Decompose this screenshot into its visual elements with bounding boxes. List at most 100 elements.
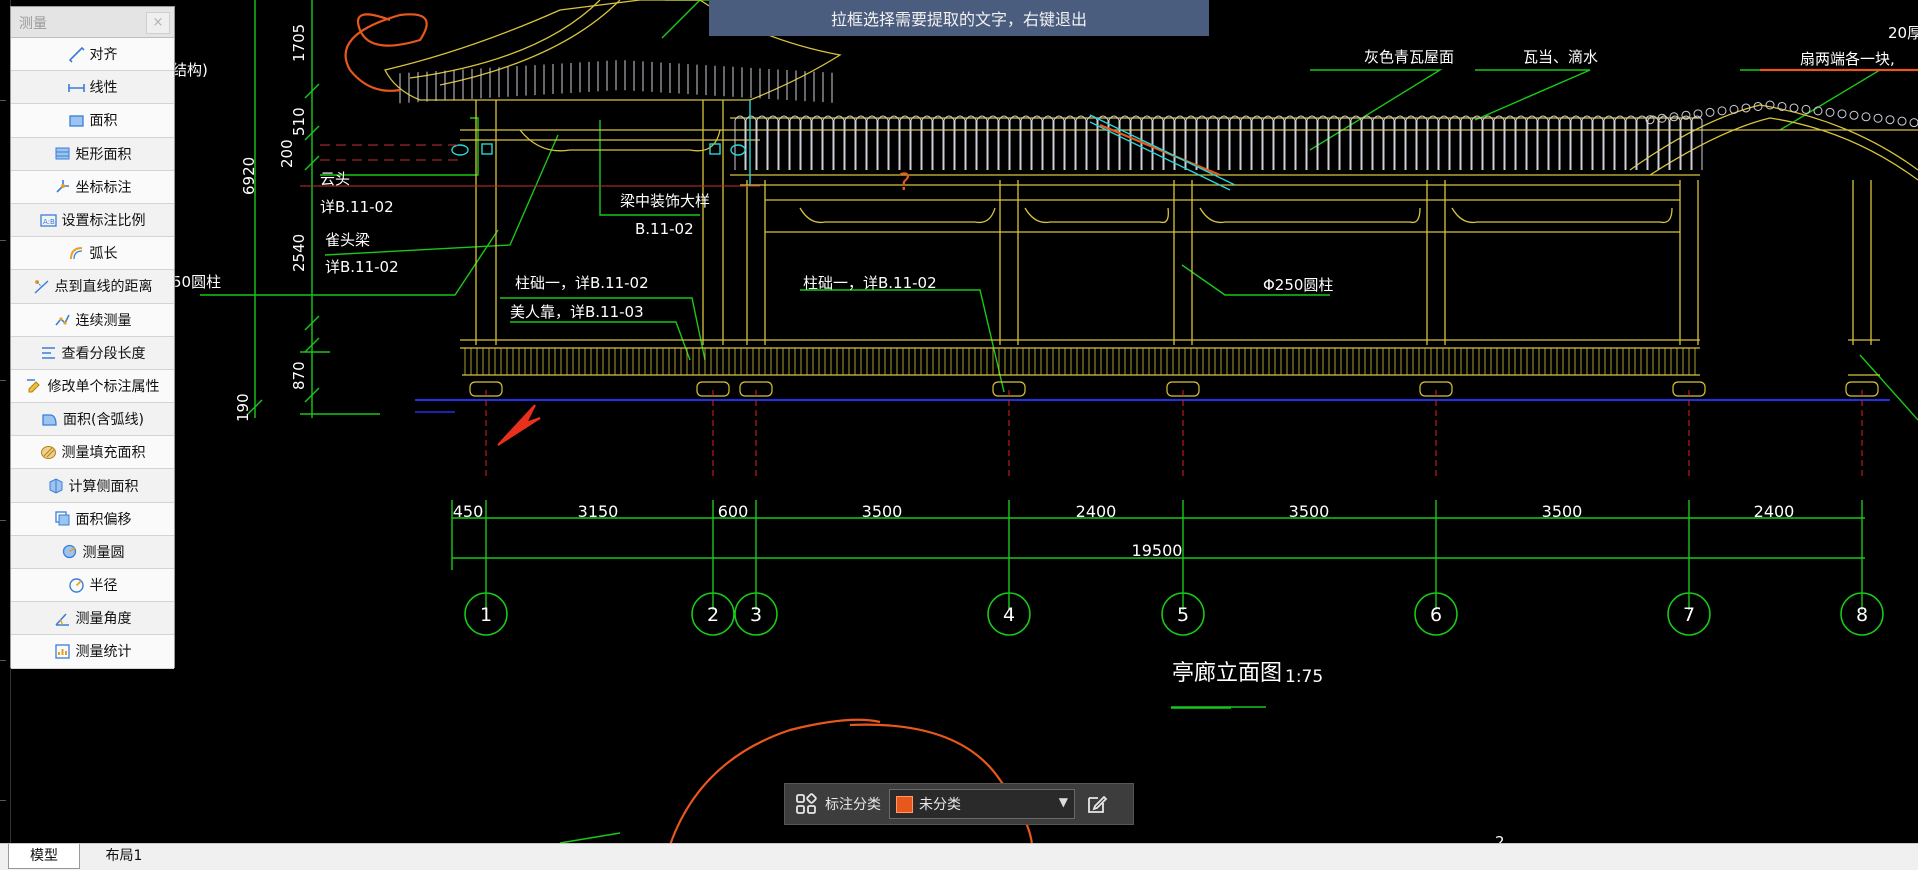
arc-length-icon [68,245,85,262]
measure-tool-item[interactable]: 面积 [11,104,174,138]
area-offset-icon [54,510,71,527]
measure-tool-item[interactable]: 线性 [11,71,174,105]
measure-tool-label: 面积 [89,113,118,130]
annotation-category-bar[interactable]: 标注分类 未分类 ▼ [784,783,1134,825]
coordinate-icon [54,178,71,195]
aligned-dimension-icon [68,46,85,63]
selection-hint-text: 拉框选择需要提取的文字，右键退出 [830,10,1087,29]
measure-tool-list: 对齐线性面积矩形面积坐标标注 A:B 设置标注比例弧长点到直线的距离连续测量查看分段… [11,38,174,669]
measure-tool-label: 弧长 [89,246,118,263]
measure-tool-item[interactable]: 半径 [11,569,174,603]
total-dim: 19500 [1132,541,1183,560]
measure-tool-item[interactable]: 修改单个标注属性 [11,369,174,404]
measure-panel-header[interactable]: 测量 × [11,7,174,38]
axis-number: 6 [1430,604,1442,626]
measure-tool-label: 对齐 [89,47,118,64]
category-grid-icon[interactable] [795,793,817,815]
bay-dim: 3500 [1289,502,1330,521]
area-icon [68,112,85,129]
vertical-dim: 2540 [290,234,308,272]
measure-tool-label: 设置标注比例 [61,213,146,230]
annotation-category-select[interactable]: 未分类 ▼ [889,789,1075,819]
bay-dim: 450 [453,502,484,521]
bay-dim: 2400 [1754,502,1795,521]
label-bench: 美人靠，详B.11-03 [510,303,644,321]
measure-tool-item[interactable]: 坐标标注 [11,170,174,204]
label-beam-decor-ref: B.11-02 [635,220,694,238]
svg-text:A:B: A:B [43,218,55,226]
vertical-dim: 1705 [290,24,308,62]
measure-tool-item[interactable]: 测量填充面积 [11,436,174,470]
measure-tool-label: 测量圆 [82,544,125,561]
selection-hint-bar: 拉框选择需要提取的文字，右键退出 [709,0,1209,36]
edit-dimension-icon [26,377,43,394]
axis-number: 7 [1683,604,1695,626]
measure-tool-item[interactable]: 测量圆 [11,535,174,569]
label-beam-head: 雀头梁 [325,231,370,249]
measure-tool-item[interactable]: 面积偏移 [11,502,174,536]
measure-tool-label: 半径 [89,578,118,595]
measure-tool-item[interactable]: 计算侧面积 [11,469,174,503]
bay-dim: 3500 [1542,502,1583,521]
label-roof-tile: 灰色青瓦屋面 [1364,48,1454,66]
label-eave-tile: 瓦当、滴水 [1523,48,1598,66]
label-left-column: 50圆柱 [172,273,221,291]
label-question: ? [898,168,911,196]
measure-tool-item[interactable]: A:B 设置标注比例 [11,203,174,238]
continuous-measure-icon [54,311,71,328]
measure-tool-label: 点到直线的距离 [54,279,153,296]
edit-icon[interactable] [1085,792,1109,816]
measure-tool-label: 面积(含弧线) [63,412,144,429]
bay-dim: 3150 [578,502,619,521]
measure-tool-label: 测量角度 [75,611,132,628]
axis-number: 3 [750,604,762,626]
vertical-dim: 6920 [240,157,258,195]
measure-tool-item[interactable]: 面积(含弧线) [11,403,174,437]
measure-tool-item[interactable]: 点到直线的距离 [11,270,174,304]
label-beam-ref: 详B.11-02 [325,258,399,276]
arc-area-icon [41,411,58,428]
measure-tool-item[interactable]: 矩形面积 [11,137,174,171]
annotation-category-value: 未分类 [919,797,961,813]
measure-tool-item[interactable]: 测量角度 [11,602,174,636]
label-bottom-partial: 2 [1495,833,1505,851]
measure-tool-label: 测量统计 [75,644,132,661]
chevron-down-icon[interactable]: ▼ [1058,795,1068,809]
measure-tool-item[interactable]: 查看分段长度 [11,336,174,370]
bay-dim: 2400 [1076,502,1117,521]
segment-length-icon [40,344,57,361]
measure-tool-item[interactable]: 连续测量 [11,303,174,337]
label-cloud-ref: 详B.11-02 [320,198,394,216]
measure-tool-item[interactable]: 对齐 [11,38,174,72]
drawing-scale: 1:75 [1285,667,1323,687]
measure-tool-item[interactable]: 弧长 [11,237,174,271]
linear-dimension-icon [67,79,85,96]
side-area-icon [47,477,64,494]
statistics-icon [54,643,71,660]
measure-tool-label: 面积偏移 [75,511,132,528]
label-top-right-num: 20厚 [1888,24,1918,42]
hatch-area-icon [40,444,57,461]
category-color-swatch [896,795,913,813]
vertical-dim: 510 [290,107,308,136]
angle-icon [54,610,71,627]
measure-tool-label: 坐标标注 [75,179,132,196]
circle-measure-icon [61,543,78,560]
axis-number: 8 [1856,604,1868,626]
label-round-column: Φ250圆柱 [1263,276,1333,294]
measure-tool-label: 修改单个标注属性 [47,378,160,395]
measure-tool-item[interactable]: 测量统计 [11,635,174,669]
scale-icon: A:B [39,212,57,229]
close-icon[interactable]: × [146,12,170,34]
label-column-base-2: 柱础一，详B.11-02 [803,274,937,292]
label-cloud-head: 云头 [320,170,350,188]
tab-model[interactable]: 模型 [8,844,80,869]
tab-layout1[interactable]: 布局1 [105,848,143,864]
axis-number: 2 [707,604,719,626]
label-top-right-note: 扇两端各一块, [1800,50,1895,68]
layout-tabs: 模型 布局1 [0,843,1918,870]
axis-number: 4 [1003,604,1015,626]
measure-panel[interactable]: 测量 × 对齐线性面积矩形面积坐标标注 A:B 设置标注比例弧长点到直线的距离连续测… [10,6,175,669]
bay-dim: 3500 [862,502,903,521]
